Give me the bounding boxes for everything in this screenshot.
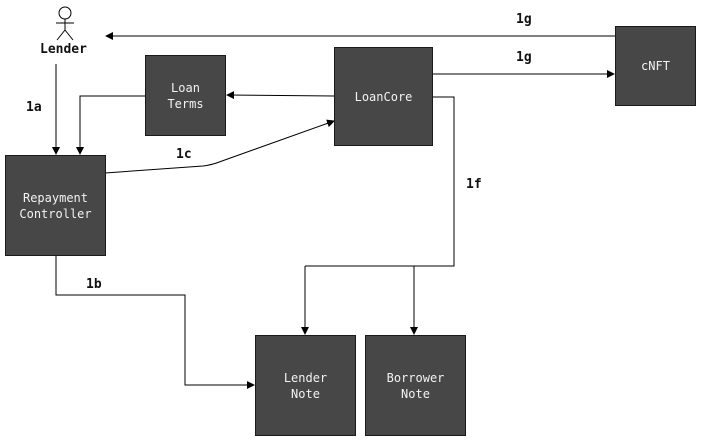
edge-label-1f: 1f xyxy=(466,177,482,192)
edge-1c xyxy=(104,119,335,174)
edge-label-1a: 1a xyxy=(26,100,42,115)
lender-note-box[interactable]: Lender Note xyxy=(255,335,356,436)
edge-label-1b: 1b xyxy=(86,277,102,292)
edge-1b xyxy=(55,255,255,389)
edge-loancore-to-loan-terms xyxy=(226,91,335,100)
borrower-note-box[interactable]: Borrower Note xyxy=(365,335,466,436)
lender-actor-figure xyxy=(56,6,74,41)
loan-terms-box[interactable]: Loan Terms xyxy=(145,55,226,136)
loancore-box[interactable]: LoanCore xyxy=(334,47,433,146)
repayment-controller-box[interactable]: Repayment Controller xyxy=(5,155,106,256)
lender-actor-label: Lender xyxy=(40,42,87,57)
edge-label-1g-to-cnft: 1g xyxy=(516,50,532,65)
edge-label-1g-back: 1g xyxy=(516,12,532,27)
cnft-box[interactable]: cNFT xyxy=(615,26,696,106)
edge-label-1c: 1c xyxy=(176,147,192,162)
edge-loan-terms-to-repayment xyxy=(76,95,145,155)
edge-1f-trunk xyxy=(305,96,455,267)
